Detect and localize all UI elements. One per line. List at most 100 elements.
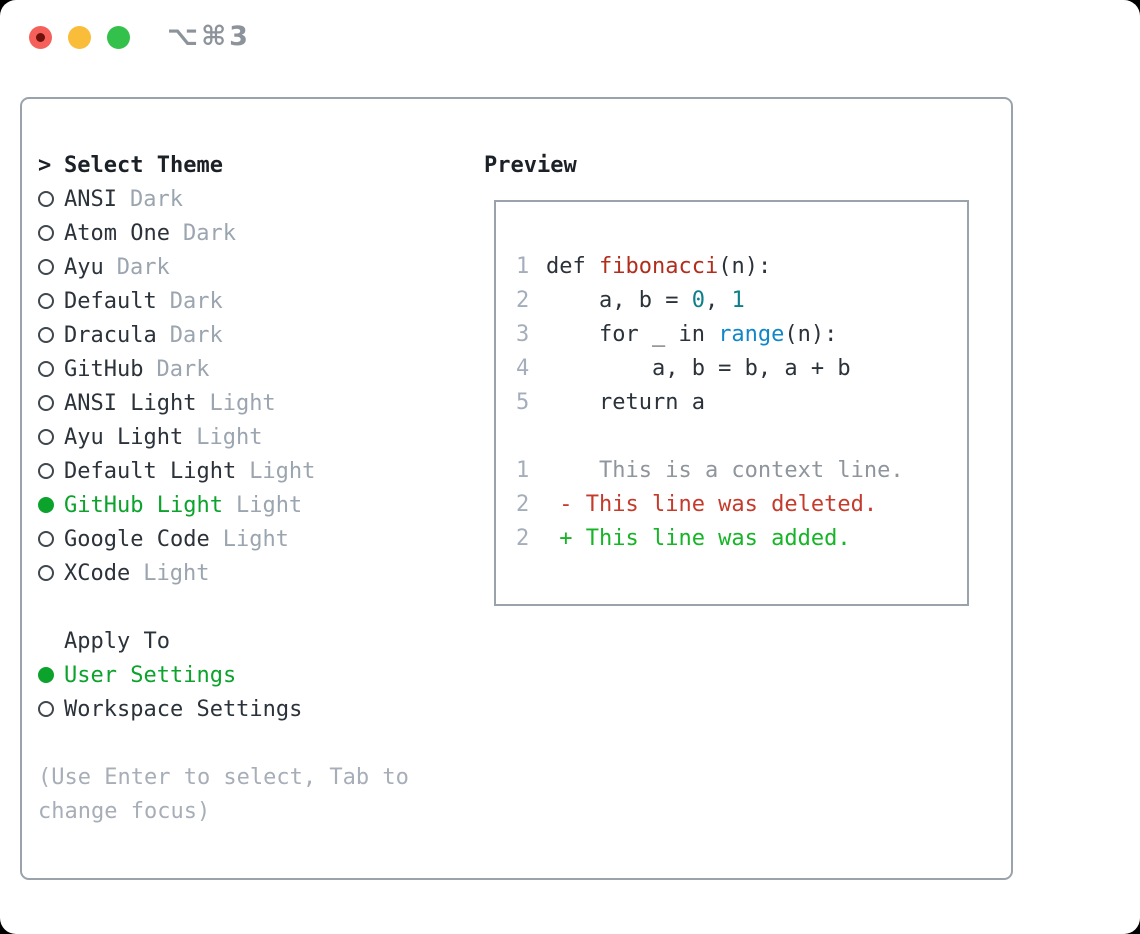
hint-text-line2: change focus) — [38, 798, 211, 824]
code-segment: 0 — [691, 287, 705, 313]
apply-to-label: Workspace Settings — [64, 696, 303, 722]
theme-option[interactable]: GitHub Dark — [38, 352, 484, 386]
theme-variant-tag: Dark — [116, 254, 170, 280]
theme-name: Atom One — [64, 220, 170, 246]
code-segment: (n): — [784, 321, 838, 347]
diff-line-added: 2 + This line was added. — [516, 521, 967, 555]
theme-name: Ayu — [64, 254, 104, 280]
close-button[interactable] — [29, 26, 52, 49]
line-number: 1 — [516, 253, 530, 279]
code-segment: return a — [546, 389, 705, 415]
theme-variant-tag: Light — [235, 492, 303, 518]
hint-text-line1: (Use Enter to select, Tab to — [38, 764, 409, 790]
code-segment: 1 — [731, 287, 745, 313]
radio-icon — [38, 327, 54, 343]
theme-option[interactable]: ANSI Light Light — [38, 386, 484, 420]
spacer — [38, 590, 484, 624]
theme-variant-tag: Light — [209, 390, 276, 416]
radio-selected-icon — [38, 497, 54, 513]
preview-title: Preview — [484, 152, 577, 178]
zoom-button[interactable] — [107, 26, 130, 49]
code-segment: , — [704, 287, 732, 313]
select-theme-title: Select Theme — [64, 152, 223, 178]
theme-name: GitHub — [64, 356, 144, 382]
code-segment: def — [546, 253, 599, 279]
radio-icon — [38, 361, 54, 377]
spacer — [38, 726, 484, 760]
theme-name: Default Light — [64, 458, 237, 484]
theme-option[interactable]: Default Light Light — [38, 454, 484, 488]
radio-icon — [38, 225, 54, 241]
theme-option[interactable]: ANSI Dark — [38, 182, 484, 216]
diff-line-context: 1 This is a context line. — [516, 453, 967, 487]
theme-name: Default — [64, 288, 157, 314]
theme-variant-tag: Dark — [169, 322, 223, 348]
code-line: 5 return a — [516, 385, 967, 419]
theme-variant-tag: Dark — [129, 186, 183, 212]
line-number: 4 — [516, 355, 530, 381]
code-segment: (n): — [718, 253, 772, 279]
theme-name: GitHub Light — [64, 492, 223, 518]
theme-name: ANSI — [64, 186, 117, 212]
theme-option[interactable]: Atom One Dark — [38, 216, 484, 250]
select-theme-header: > Select Theme — [38, 148, 484, 182]
radio-icon — [38, 429, 54, 445]
line-number: 1 — [516, 457, 530, 483]
radio-icon — [38, 259, 54, 275]
apply-to-label: User Settings — [64, 662, 237, 688]
theme-name: ANSI Light — [64, 390, 197, 416]
diff-text: + This line was added. — [546, 525, 851, 551]
theme-name: XCode — [64, 560, 131, 586]
theme-name: Ayu Light — [64, 424, 184, 450]
theme-option[interactable]: Dracula Dark — [38, 318, 484, 352]
theme-option[interactable]: GitHub Light Light — [38, 488, 484, 522]
apply-to-title: Apply To — [64, 628, 170, 654]
radio-icon — [38, 191, 54, 207]
theme-variant-tag: Dark — [156, 356, 210, 382]
code-segment: a, b = b, a + b — [546, 355, 851, 381]
code-line: 4 a, b = b, a + b — [516, 351, 967, 385]
apply-to-header: Apply To — [38, 624, 484, 658]
diff-preview: 1 This is a context line. 2 - This line w… — [516, 453, 967, 555]
theme-variant-tag: Light — [222, 526, 289, 552]
code-segment: a, b = — [546, 287, 692, 313]
prompt-icon: > — [38, 152, 52, 178]
theme-option[interactable]: Google Code Light — [38, 522, 484, 556]
code-segment: range — [718, 321, 785, 347]
line-number: 2 — [516, 525, 530, 551]
apply-to-option[interactable]: Workspace Settings — [38, 692, 484, 726]
line-number: 5 — [516, 389, 530, 415]
theme-variant-tag: Dark — [182, 220, 236, 246]
theme-name: Google Code — [64, 526, 210, 552]
traffic-lights — [29, 26, 130, 49]
blank-line — [516, 419, 967, 453]
radio-selected-icon — [38, 667, 54, 683]
diff-text: This is a context line. — [546, 457, 904, 483]
apply-to-option[interactable]: User Settings — [38, 658, 484, 692]
radio-icon — [38, 463, 54, 479]
radio-icon — [38, 565, 54, 581]
diff-text: - This line was deleted. — [546, 491, 878, 517]
radio-icon — [38, 701, 54, 717]
window-title: ⌥⌘3 — [167, 21, 251, 52]
preview-header: Preview — [484, 148, 1011, 182]
theme-variant-tag: Light — [249, 458, 316, 484]
code-segment: fibonacci — [598, 253, 719, 279]
line-number: 2 — [516, 491, 530, 517]
minimize-button[interactable] — [68, 26, 91, 49]
line-number: 3 — [516, 321, 530, 347]
radio-icon — [38, 293, 54, 309]
theme-option[interactable]: XCode Light — [38, 556, 484, 590]
theme-name: Dracula — [64, 322, 157, 348]
theme-option[interactable]: Ayu Dark — [38, 250, 484, 284]
code-segment: for _ in — [546, 321, 719, 347]
theme-variant-tag: Light — [143, 560, 210, 586]
